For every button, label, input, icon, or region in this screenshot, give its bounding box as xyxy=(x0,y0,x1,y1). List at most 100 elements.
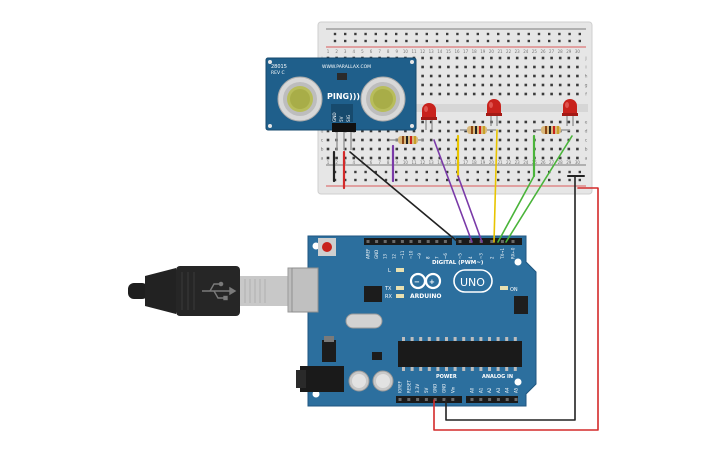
column-number: 23 xyxy=(515,49,521,54)
breadboard-hole xyxy=(378,156,381,160)
breadboard-hole xyxy=(490,129,493,133)
breadboard-hole xyxy=(326,147,330,151)
column-number: 15 xyxy=(446,160,452,165)
breadboard-hole xyxy=(515,56,519,60)
breadboard-hole xyxy=(576,138,579,142)
breadboard-hole xyxy=(343,147,347,151)
breadboard-hole xyxy=(498,65,502,69)
breadboard-hole xyxy=(421,74,424,78)
rail-hole xyxy=(476,39,479,43)
breadboard-hole xyxy=(481,65,485,69)
digital-pin xyxy=(490,240,494,243)
breadboard-hole xyxy=(361,156,364,160)
analog-pin xyxy=(479,398,483,401)
column-number: 27 xyxy=(549,49,555,54)
rail-hole xyxy=(497,178,500,182)
analog-pin xyxy=(514,398,518,401)
column-number: 9 xyxy=(396,49,399,54)
wire-gnd-return xyxy=(445,175,576,421)
l-led-label: L xyxy=(388,268,391,274)
analog-in-label: ANALOG IN xyxy=(482,374,513,380)
breadboard-hole xyxy=(421,56,424,60)
power-pin xyxy=(416,398,420,401)
digital-pin xyxy=(458,240,462,243)
rail-hole xyxy=(425,170,428,174)
row-letter: b xyxy=(585,147,588,153)
row-letter: d xyxy=(585,129,588,135)
breadboard-hole xyxy=(567,120,571,124)
column-number: 18 xyxy=(472,160,478,165)
power-header xyxy=(396,396,462,403)
rail-hole xyxy=(507,178,510,182)
rail-hole xyxy=(558,39,561,43)
row-letter: j xyxy=(584,56,586,62)
breadboard-hole xyxy=(455,56,459,60)
crystal xyxy=(345,313,383,329)
power-pin xyxy=(407,398,411,401)
rail-hole xyxy=(578,178,581,182)
breadboard-hole xyxy=(550,83,553,87)
rail-hole xyxy=(486,32,490,36)
breadboard-hole xyxy=(541,92,545,96)
column-number: 27 xyxy=(549,160,555,165)
breadboard-hole xyxy=(464,138,467,142)
breadboard-hole xyxy=(541,74,545,78)
breadboard-hole xyxy=(558,65,562,69)
breadboard-hole xyxy=(515,147,519,151)
breadboard-hole xyxy=(421,92,424,96)
rail-hole xyxy=(395,178,398,182)
breadboard-hole xyxy=(490,74,493,78)
breadboard-hole xyxy=(541,120,545,124)
breadboard-hole xyxy=(576,129,579,133)
digital-pin-label: 2 xyxy=(489,256,494,259)
column-number: 7 xyxy=(378,160,381,165)
breadboard-hole xyxy=(481,74,485,78)
arduino-brand: ARDUINO xyxy=(410,293,441,300)
breadboard-hole xyxy=(507,147,510,151)
rail-hole xyxy=(333,39,337,43)
breadboard-hole xyxy=(429,147,433,151)
column-number: 24 xyxy=(523,49,529,54)
breadboard-hole xyxy=(472,83,476,87)
part-number: 28015 xyxy=(271,64,287,70)
digital-pin xyxy=(418,240,422,243)
reset-button xyxy=(318,238,336,256)
resistor-1 xyxy=(390,136,424,144)
column-number: 16 xyxy=(454,49,460,54)
column-number: 13 xyxy=(429,49,435,54)
row-letter: e xyxy=(585,121,588,126)
breadboard-hole xyxy=(550,147,553,151)
breadboard-hole xyxy=(481,92,485,96)
breadboard-hole xyxy=(507,129,510,133)
breadboard-hole xyxy=(464,156,467,160)
top-rail-holes xyxy=(333,32,581,43)
column-number: 12 xyxy=(420,160,426,165)
breadboard-hole xyxy=(498,156,502,160)
column-number: 10 xyxy=(403,160,409,165)
rail-hole xyxy=(446,39,449,43)
breadboard-hole xyxy=(515,120,519,124)
column-number: 26 xyxy=(540,160,546,165)
breadboard-hole xyxy=(576,156,579,160)
breadboard-hole xyxy=(533,65,536,69)
rail-hole xyxy=(486,178,490,182)
breadboard-hole xyxy=(464,83,467,87)
breadboard-hole xyxy=(421,129,424,133)
rail-hole xyxy=(395,32,398,36)
row-letter: f xyxy=(585,92,587,98)
rail-hole xyxy=(405,170,408,174)
column-number: 18 xyxy=(472,49,478,54)
breadboard-hole xyxy=(533,56,536,60)
power-pin-label: 5V xyxy=(424,387,429,393)
breadboard-hole xyxy=(343,156,347,160)
rail-hole xyxy=(405,32,408,36)
column-number: 13 xyxy=(429,160,435,165)
breadboard-hole xyxy=(464,147,467,151)
column-number: 2 xyxy=(335,49,338,54)
rail-hole xyxy=(364,178,367,182)
breadboard-hole xyxy=(464,129,467,133)
row-letter: a xyxy=(585,157,588,162)
breadboard-hole xyxy=(438,147,442,151)
rail-hole xyxy=(374,178,377,182)
